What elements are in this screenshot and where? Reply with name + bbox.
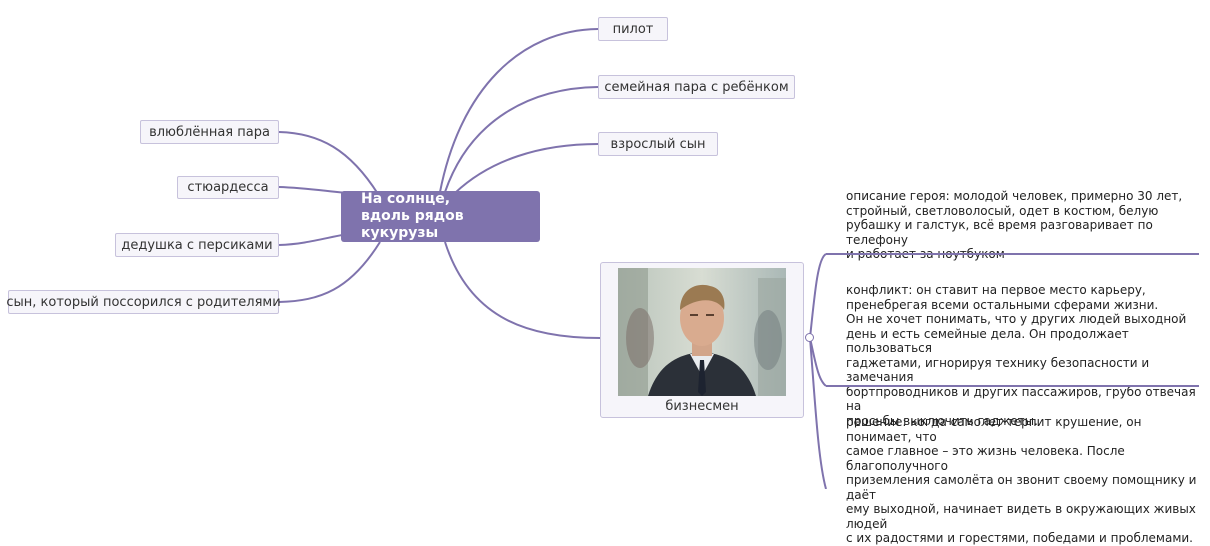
edge-left-4 (278, 241, 381, 303)
node-label: влюблённая пара (149, 124, 270, 140)
node-son-quarrel[interactable]: сын, который поссорился с родителями (6, 290, 281, 314)
note-hero-description[interactable]: описание героя: молодой человек, примерн… (846, 189, 1183, 261)
edge-right-1 (439, 28, 599, 193)
edge-note-1 (809, 253, 827, 339)
businessman-label: бизнесмен (665, 399, 739, 414)
note-underline-1 (826, 253, 1199, 255)
central-topic-line-1: На солнце, (361, 191, 451, 207)
edge-right-2 (444, 86, 599, 193)
node-label: семейная пара с ребёнком (604, 79, 789, 95)
node-family[interactable]: семейная пара с ребёнком (598, 75, 795, 99)
collapse-toggle-icon[interactable] (805, 333, 814, 342)
node-adult-son[interactable]: взрослый сын (598, 132, 718, 156)
edge-right-3 (454, 143, 599, 194)
note-conflict[interactable]: конфликт: он ставит на первое место карь… (846, 283, 1196, 428)
edge-left-1 (278, 131, 379, 195)
node-pilot[interactable]: пилот (598, 17, 668, 41)
note-resolution[interactable]: решение: когда самолет терпит крушение, … (846, 415, 1197, 545)
node-stewardess[interactable]: стюардесса (177, 176, 279, 199)
node-label: сын, который поссорился с родителями (6, 294, 281, 310)
edge-right-4 (444, 241, 601, 339)
central-topic-line-2: вдоль рядов кукурузы (361, 208, 464, 241)
businessman-photo (618, 268, 786, 396)
node-lovers[interactable]: влюблённая пара (140, 120, 279, 144)
node-label: дедушка с персиками (121, 237, 273, 253)
node-label: взрослый сын (610, 136, 706, 152)
central-topic[interactable]: На солнце, вдоль рядов кукурузы (341, 191, 540, 242)
note-underline-2 (826, 385, 1199, 387)
node-label: стюардесса (187, 180, 269, 195)
node-businessman[interactable]: бизнесмен (600, 262, 804, 418)
node-grandpa[interactable]: дедушка с персиками (115, 233, 279, 257)
node-label: пилот (612, 21, 654, 37)
businessman-photo-image (618, 268, 786, 396)
edge-note-3 (809, 337, 827, 489)
